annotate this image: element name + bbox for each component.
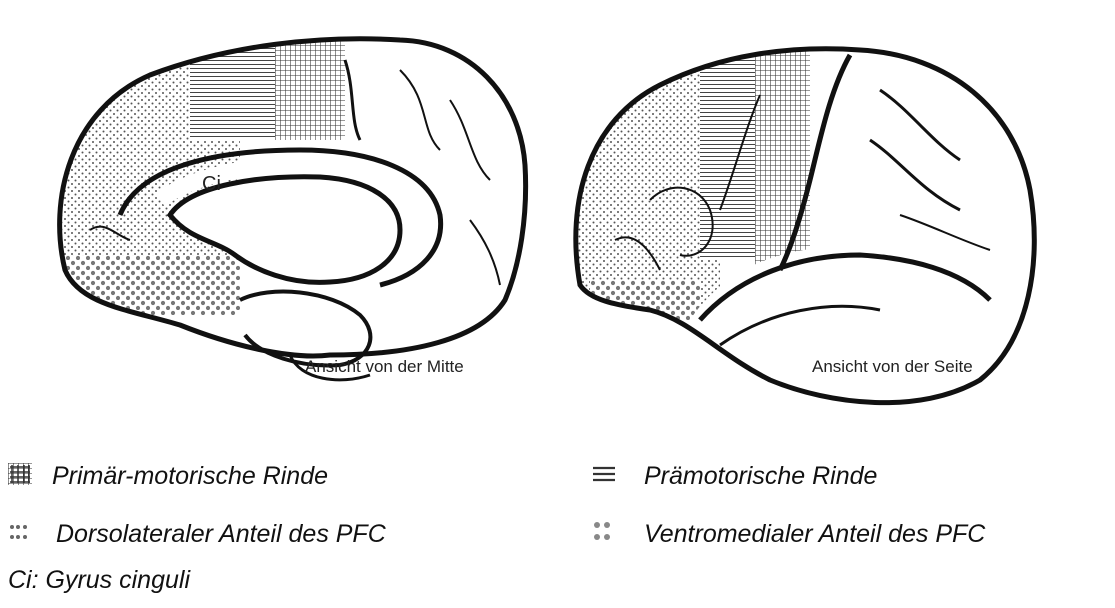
- brain-lateral-view: Ansicht von der Seite: [560, 45, 1034, 403]
- brain-medial-view: Ci Ansicht von der Mitte: [40, 30, 526, 380]
- legend-label-ventromedial: Ventromedialer Anteil des PFC: [644, 520, 985, 549]
- fine-dots-icon: [8, 521, 32, 548]
- ci-footnote: Ci: Gyrus cinguli: [8, 566, 190, 595]
- legend-item-ventromedial: Ventromedialer Anteil des PFC: [592, 520, 985, 549]
- legend-label-dorsolateral: Dorsolateraler Anteil des PFC: [56, 520, 386, 549]
- brain-figure: Ci Ansicht von der Mitte Ansicht von der…: [0, 0, 1115, 420]
- medial-primary-motor-region: [275, 30, 345, 140]
- medial-ventromedial-region: [60, 255, 240, 315]
- grid-pattern-icon: [8, 463, 32, 490]
- coarse-dots-icon: [592, 520, 616, 549]
- lateral-view-label: Ansicht von der Seite: [812, 357, 973, 376]
- legend-label-primary-motor: Primär-motorische Rinde: [52, 462, 328, 491]
- lateral-premotor-region: [700, 60, 760, 260]
- legend-item-primary-motor: Primär-motorische Rinde: [8, 462, 328, 491]
- legend-item-dorsolateral: Dorsolateraler Anteil des PFC: [8, 520, 386, 549]
- legend-label-premotor: Prämotorische Rinde: [644, 462, 877, 491]
- legend-item-premotor: Prämotorische Rinde: [592, 462, 877, 491]
- medial-view-label: Ansicht von der Mitte: [305, 357, 464, 376]
- horizontal-lines-icon: [592, 463, 616, 490]
- ci-label: Ci: [202, 173, 221, 195]
- lateral-primary-motor-region: [755, 45, 810, 265]
